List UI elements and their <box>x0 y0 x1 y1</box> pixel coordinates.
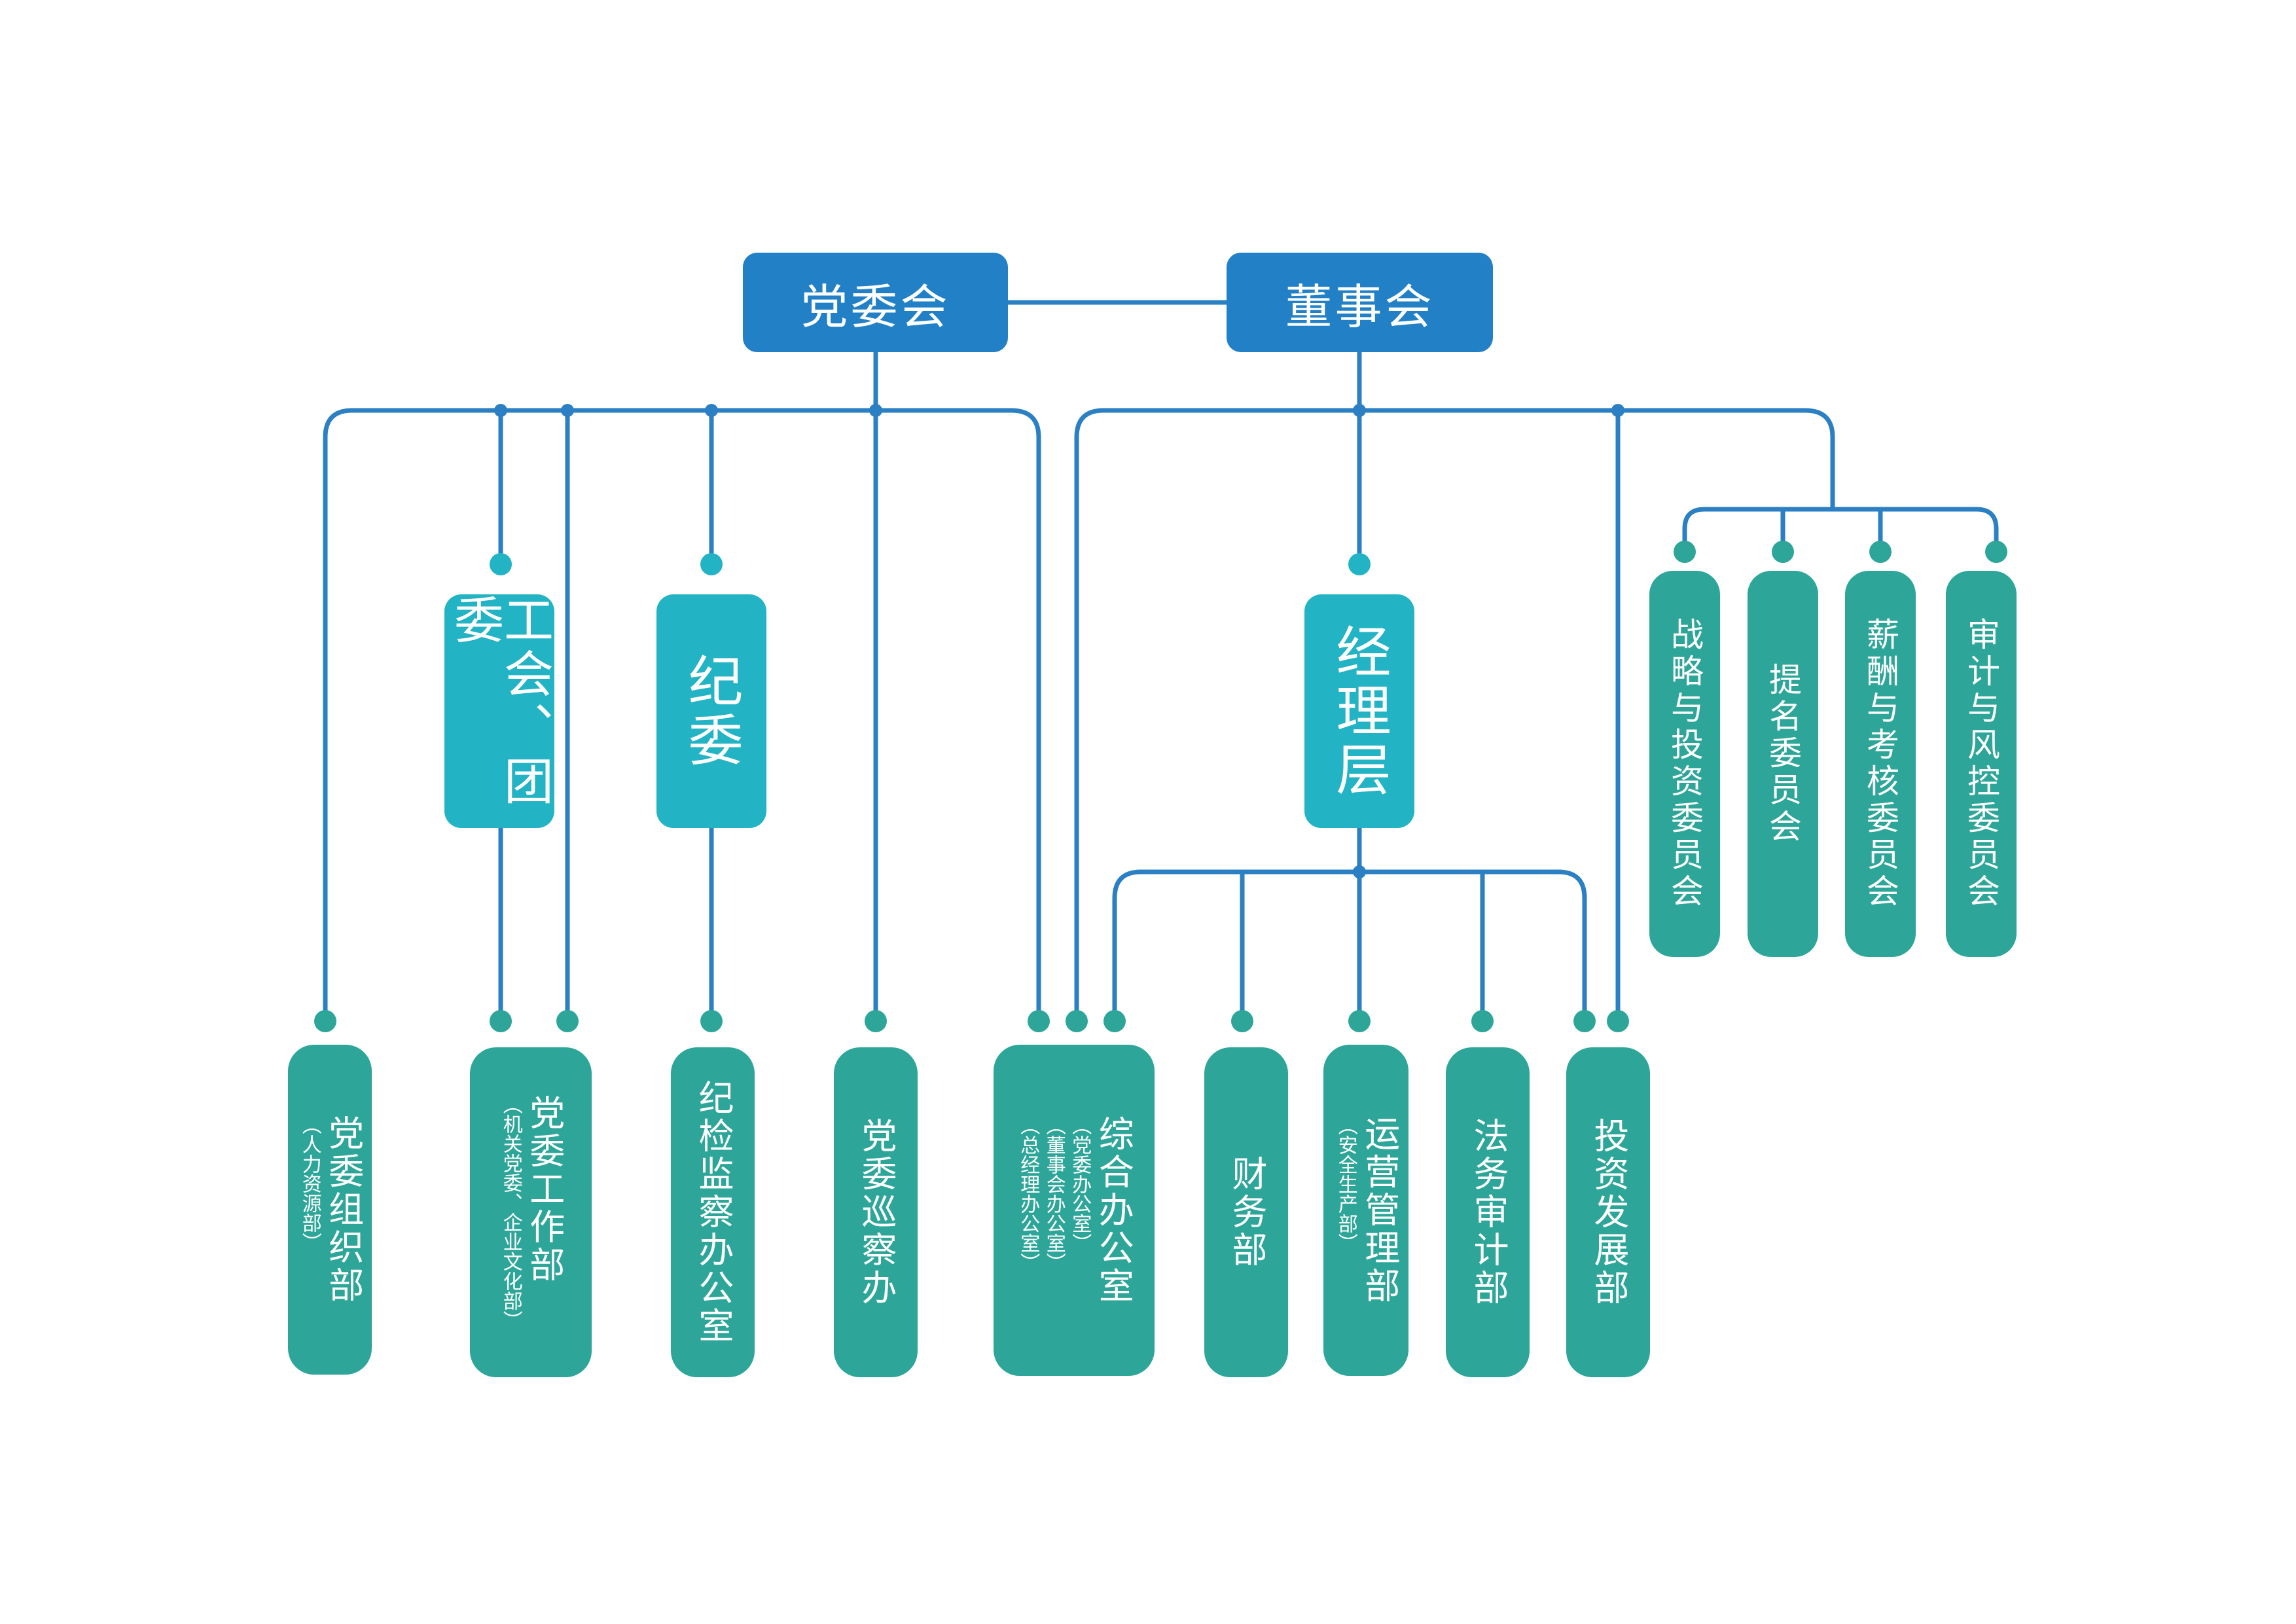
dept-sub-label: （董事会办公室） <box>1042 1115 1066 1272</box>
dept-general-office: （总经理办公室） （董事会办公室） （党委办公室） 综合办公室 <box>994 1045 1155 1376</box>
dept-sub-label: （人力资源部） <box>298 1115 321 1252</box>
dept-label: 运营管理部 <box>1358 1115 1400 1305</box>
dept-label: 综合办公室 <box>1092 1115 1134 1305</box>
board-of-directors-label: 董事会 <box>1285 279 1435 334</box>
dept-party-organization: （人力资源部） 党委组织部 <box>288 1045 372 1375</box>
dept-label: 财务部 <box>1226 1155 1267 1269</box>
party-committee-box: 党委会 <box>743 253 1008 352</box>
party-committee-label: 党委会 <box>800 279 950 334</box>
dept-finance: 财务部 <box>1204 1047 1288 1377</box>
board-of-directors-box: 董事会 <box>1227 253 1493 352</box>
dept-label: 法务审计部 <box>1467 1117 1509 1307</box>
dept-sub-label: （党委办公室） <box>1068 1115 1092 1253</box>
committee-audit-risk: 审计与风控委员会 <box>1946 571 2017 957</box>
dept-label: 党委组织部 <box>322 1115 364 1305</box>
management-label: 经理层 <box>1327 623 1391 800</box>
dept-operation-management: （安全生产部） 运营管理部 <box>1323 1045 1408 1376</box>
union-league-label: 工会、团委 <box>446 594 554 809</box>
discipline-committee-label: 纪委 <box>679 652 744 770</box>
committee-label: 薪酬与考核委员会 <box>1861 617 1899 911</box>
dept-sub-label: （安全生产部） <box>1334 1115 1357 1253</box>
dept-sub-label: （机关党委、企业文化部） <box>499 1094 522 1330</box>
management-box: 经理层 <box>1304 594 1414 828</box>
dept-label: 投资发展部 <box>1588 1117 1629 1307</box>
committee-compensation: 薪酬与考核委员会 <box>1845 571 1916 957</box>
dept-label: 党委工作部 <box>523 1094 565 1284</box>
dept-investment-development: 投资发展部 <box>1566 1047 1650 1377</box>
dept-legal-audit: 法务审计部 <box>1446 1047 1530 1377</box>
union-league-box: 工会、团委 <box>444 594 554 828</box>
committee-label: 提名委员会 <box>1764 662 1802 846</box>
dept-discipline-inspection: 纪检监察办公室 <box>671 1047 755 1377</box>
committee-nomination: 提名委员会 <box>1748 571 1818 957</box>
dept-sub-label: （总经理办公室） <box>1016 1115 1040 1272</box>
committee-strategy-investment: 战略与投资委员会 <box>1649 571 1720 957</box>
dept-party-patrol: 党委巡察办 <box>834 1047 918 1377</box>
committee-label: 战略与投资委员会 <box>1666 617 1704 911</box>
committee-label: 审计与风控委员会 <box>1962 617 2000 911</box>
dept-label: 纪检监察办公室 <box>692 1079 734 1345</box>
discipline-committee-box: 纪委 <box>656 594 766 828</box>
dept-party-work: （机关党委、企业文化部） 党委工作部 <box>470 1047 592 1377</box>
dept-label: 党委巡察办 <box>855 1117 897 1307</box>
